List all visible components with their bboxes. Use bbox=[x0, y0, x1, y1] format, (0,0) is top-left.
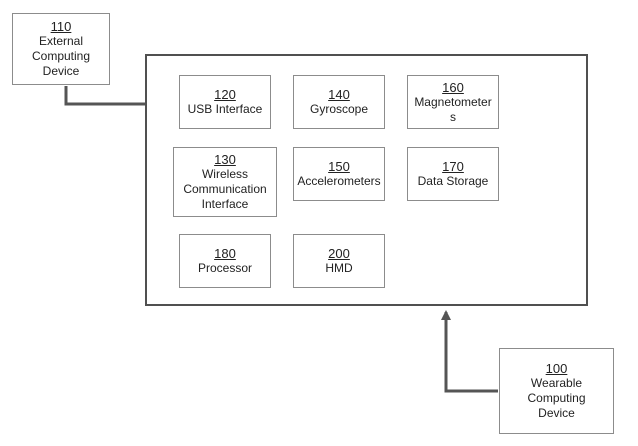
component-processor: 180 Processor bbox=[179, 234, 271, 288]
external-device-number: 110 bbox=[50, 19, 72, 34]
arrow-wearable-to-frame bbox=[441, 310, 498, 393]
component-gyroscope: 140 Gyroscope bbox=[293, 75, 385, 129]
component-label: Accelerometers bbox=[297, 174, 381, 188]
component-label: USB Interface bbox=[187, 102, 263, 116]
component-number: 200 bbox=[328, 246, 350, 261]
component-wireless-interface: 130 Wireless Communication Interface bbox=[173, 147, 277, 217]
component-number: 120 bbox=[214, 87, 236, 102]
component-number: 150 bbox=[328, 159, 350, 174]
component-number: 160 bbox=[442, 79, 464, 95]
component-number: 140 bbox=[328, 87, 350, 102]
wearable-computing-device-box: 100 Wearable Computing Device bbox=[499, 348, 614, 434]
component-number: 180 bbox=[214, 246, 236, 261]
component-number: 130 bbox=[214, 152, 236, 167]
component-accelerometers: 150 Accelerometers bbox=[293, 147, 385, 201]
component-hmd: 200 HMD bbox=[293, 234, 385, 288]
external-computing-device-box: 110 External Computing Device bbox=[12, 13, 110, 85]
component-label: Processor bbox=[197, 261, 253, 275]
component-label: Gyroscope bbox=[309, 102, 369, 116]
component-label: Wireless Communication Interface bbox=[183, 167, 267, 211]
component-number: 170 bbox=[442, 159, 464, 174]
component-label: Data Storage bbox=[417, 174, 489, 188]
component-label: HMD bbox=[325, 261, 353, 275]
wearable-device-number: 100 bbox=[545, 361, 568, 376]
component-magnetometers: 160 Magnetometers bbox=[407, 75, 499, 129]
arrow-external-to-usb bbox=[64, 86, 175, 109]
component-data-storage: 170 Data Storage bbox=[407, 147, 499, 201]
external-device-label: External Computing Device bbox=[31, 34, 91, 78]
component-usb-interface: 120 USB Interface bbox=[179, 75, 271, 129]
wearable-device-label: Wearable Computing Device bbox=[527, 376, 586, 420]
component-label: Magnetometers bbox=[414, 94, 492, 124]
